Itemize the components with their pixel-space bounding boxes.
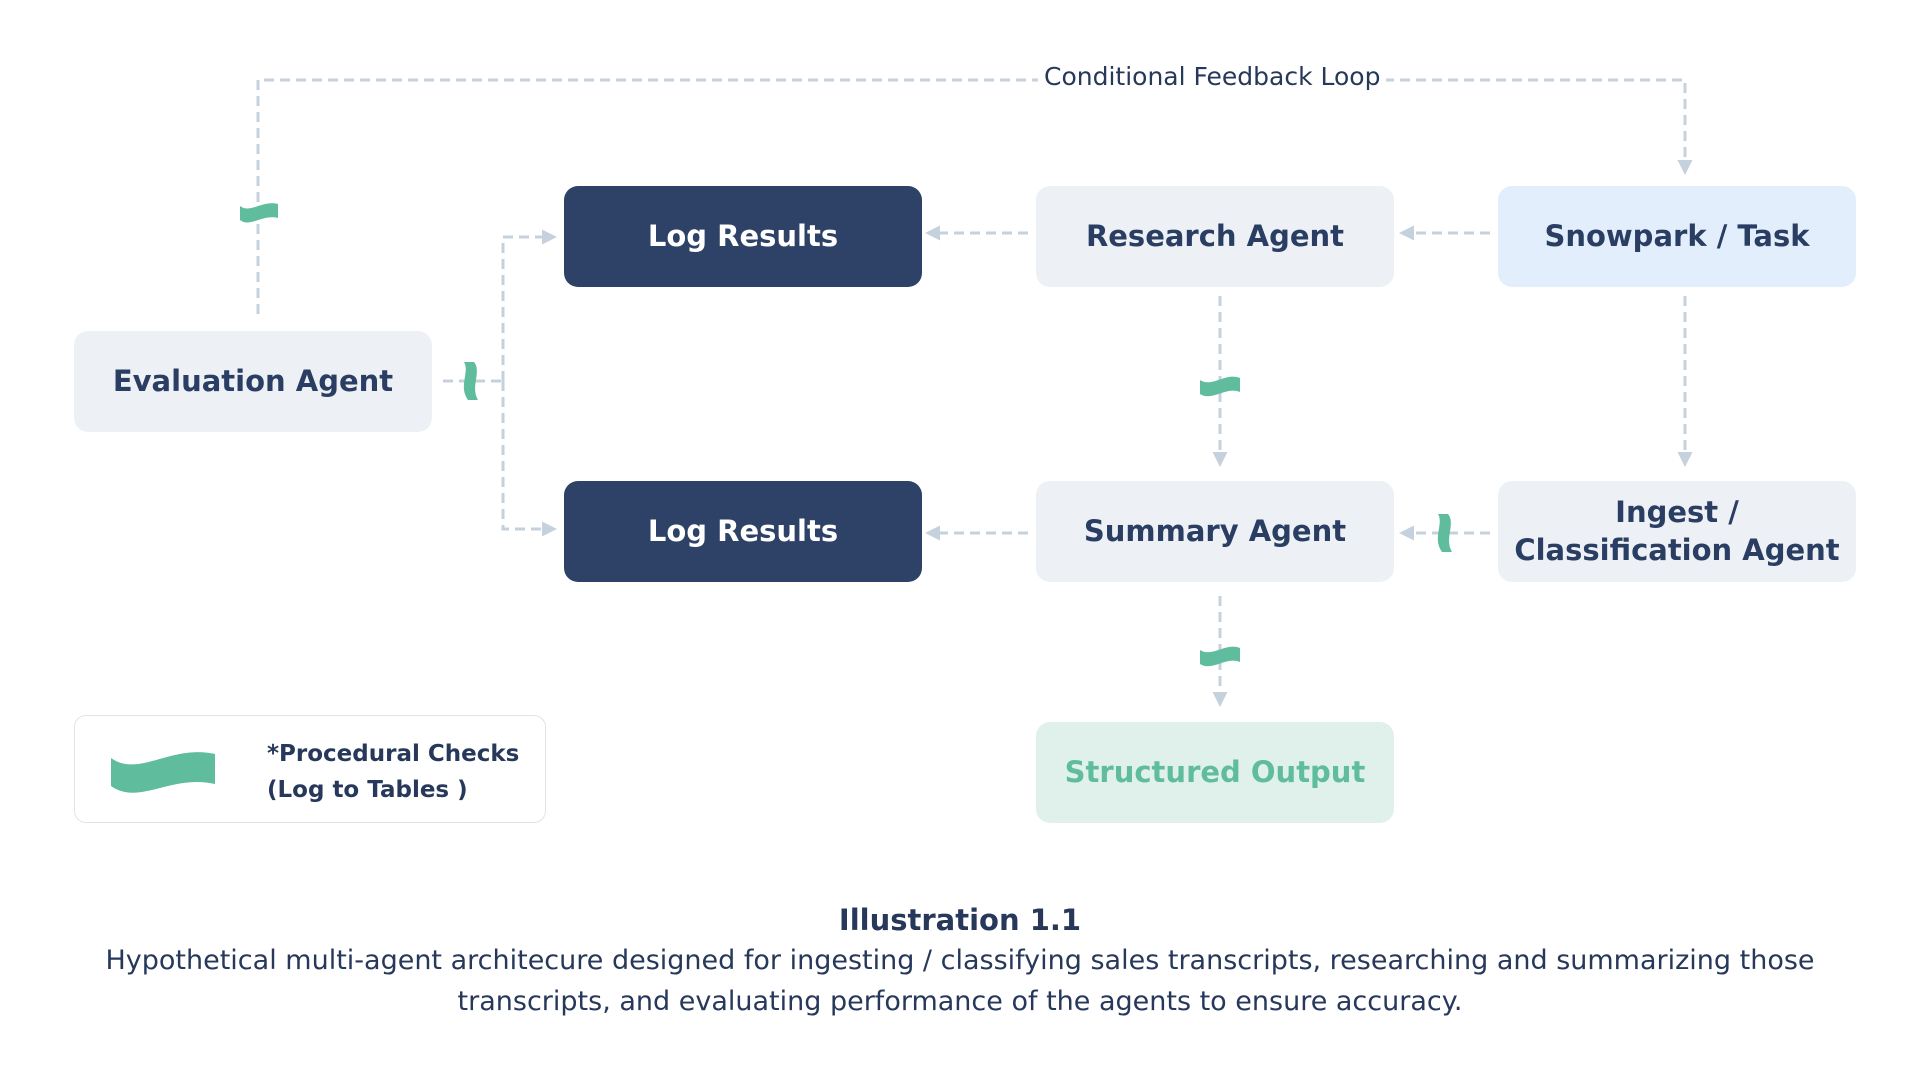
log-results-bottom-node: Log Results (564, 481, 922, 582)
legend-text: *Procedural Checks (Log to Tables ) (267, 736, 519, 808)
log-results-top-node: Log Results (564, 186, 922, 287)
snowpark-task-node: Snowpark / Task (1498, 186, 1856, 287)
procedural-check-icon (111, 752, 215, 793)
ingest-agent-label-line2: Classification Agent (1514, 532, 1840, 567)
research-agent-node: Research Agent (1036, 186, 1394, 287)
caption-title: Illustration 1.1 (838, 903, 1082, 937)
ingest-classification-agent-node: Ingest / Classification Agent (1498, 481, 1856, 582)
legend: *Procedural Checks (Log to Tables ) (74, 715, 546, 823)
evaluation-agent-node: Evaluation Agent (74, 331, 432, 432)
structured-output-label: Structured Output (1064, 754, 1366, 789)
research-agent-label: Research Agent (1085, 218, 1345, 253)
log-results-bottom-label: Log Results (647, 513, 839, 548)
legend-line-1: *Procedural Checks (267, 741, 520, 767)
edge-evaluation-to-log-top (501, 229, 557, 381)
summary-agent-node: Summary Agent (1036, 481, 1394, 582)
edge-evaluation-to-log-bottom (501, 381, 557, 537)
summary-agent-label: Summary Agent (1083, 513, 1347, 548)
caption: Illustration 1.1 Hypothetical multi-agen… (0, 900, 1920, 1022)
check-mark-feedback-loop (240, 203, 278, 223)
feedback-loop-label: Conditional Feedback Loop (1038, 62, 1387, 91)
check-mark-evaluation (463, 362, 478, 400)
legend-line-2: (Log to Tables ) (267, 777, 468, 803)
ingest-agent-label-line1: Ingest / (1615, 494, 1739, 529)
check-mark-research-summary (1200, 376, 1240, 397)
log-results-top-label: Log Results (647, 218, 839, 253)
check-mark-summary-output (1200, 646, 1240, 667)
evaluation-agent-label: Evaluation Agent (112, 363, 394, 398)
feedback-loop-line (256, 78, 1693, 314)
structured-output-node: Structured Output (1036, 722, 1394, 823)
check-mark-ingest-summary (1437, 514, 1452, 552)
snowpark-task-label: Snowpark / Task (1544, 218, 1810, 253)
caption-text: Hypothetical multi-agent architecure des… (105, 945, 1815, 1017)
